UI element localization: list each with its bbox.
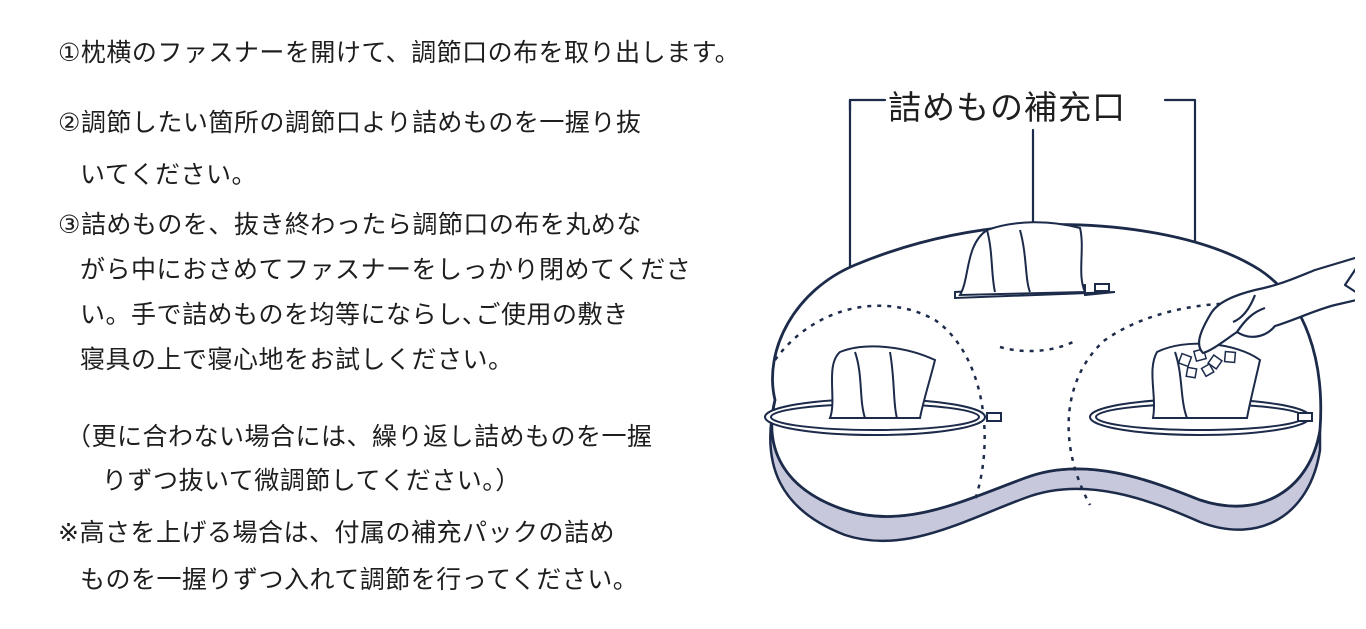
pillow-top — [770, 223, 1323, 518]
filling-chips — [1177, 347, 1237, 379]
step-3-line-3: い。手で詰めものを均等にならし､ご使用の敷き — [80, 300, 629, 329]
refill-opening-label: 詰めもの補充口 — [888, 88, 1126, 127]
remark-line-2: ものを一握りずつ入れて調節を行ってください。 — [80, 565, 639, 594]
remark-line-1: ※高さを上げる場合は、付属の補充パックの詰め — [58, 518, 615, 547]
step-2-line-2: いてください。 — [80, 160, 258, 189]
left-zone-dashed — [773, 304, 986, 501]
note-line-1: （更に合わない場合には、繰り返し詰めものを一握 — [66, 422, 653, 451]
hand-illustration — [1197, 256, 1355, 355]
note-line-2: りずつ抜いて微調節してください。） — [102, 466, 521, 495]
step-3-line-4: 寝具の上で寝心地をお試しください。 — [80, 345, 514, 374]
step-3-line-1: ③詰めものを、抜き終わったら調節口の布を丸めな — [58, 210, 642, 239]
pillow-illustration — [764, 98, 1355, 543]
step-3-line-2: がら中におさめてファスナーをしっかり閉めてくださ — [80, 255, 692, 284]
step-2-line-1: ②調節したい箇所の調節口より詰めものを一握り抜 — [58, 108, 642, 137]
step-1: ①枕横のファスナーを開けて、調節口の布を取り出します。 — [58, 38, 741, 67]
callout-bracket-left — [848, 98, 887, 112]
center-pouch — [954, 221, 1116, 300]
left-pouch — [764, 345, 1002, 436]
